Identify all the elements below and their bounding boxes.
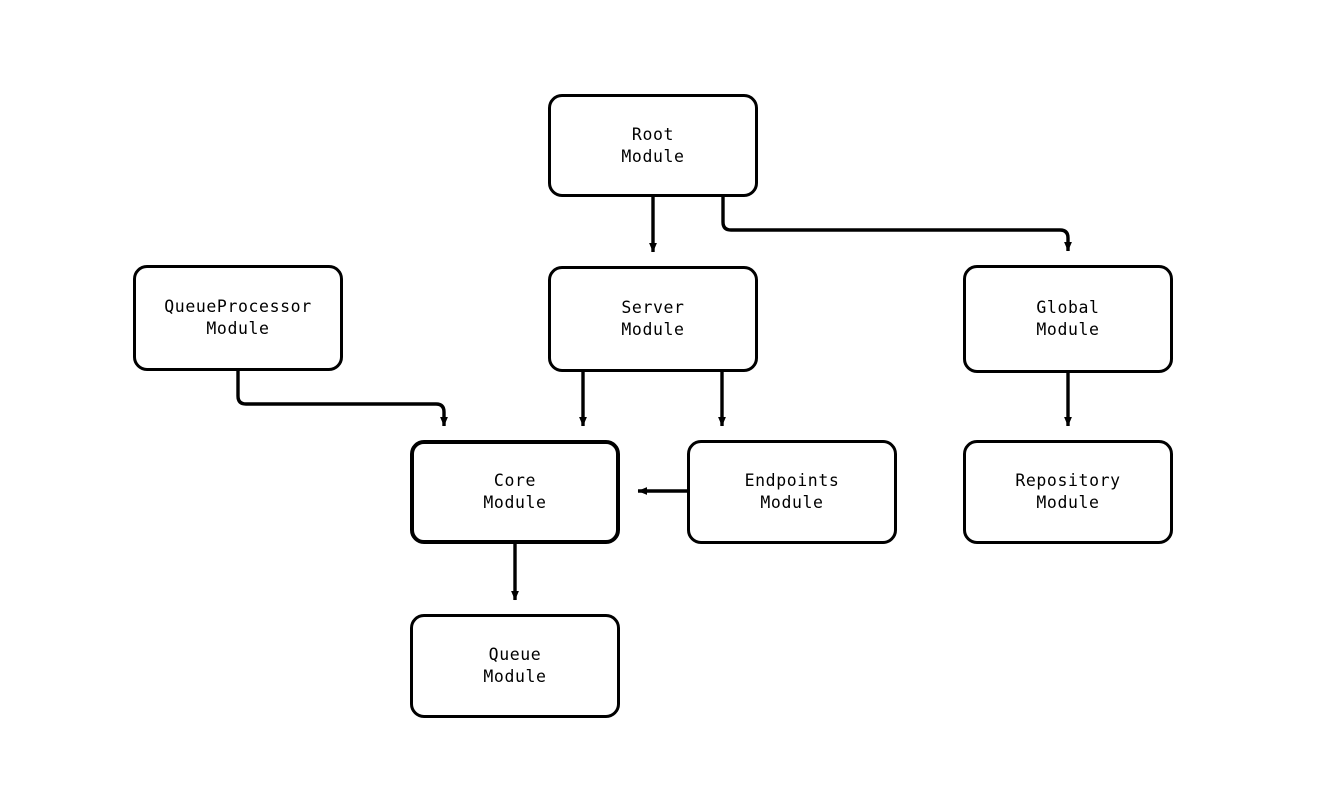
node-label-secondary: Module	[483, 493, 547, 512]
node-label-primary: Core	[493, 471, 537, 490]
edges-group	[236, 197, 1072, 601]
node-label-primary: Root	[631, 124, 675, 144]
node-label-secondary: Module	[1036, 320, 1100, 339]
node-label-primary: Global	[1036, 298, 1100, 317]
node-label-primary: Queue	[488, 645, 542, 664]
node-label-primary: Repository	[1015, 471, 1121, 490]
node-label-secondary: Module	[206, 319, 270, 338]
node-label-primary: Server	[621, 298, 685, 317]
edge-root-to-global	[721, 197, 1072, 252]
node-label-secondary: Module	[483, 667, 547, 686]
node-label-secondary: Module	[621, 320, 685, 339]
node-label-secondary: Module	[621, 146, 685, 166]
node-label-primary: QueueProcessor	[164, 297, 312, 316]
node-label-secondary: Module	[760, 493, 824, 512]
node-label-primary: Endpoints	[744, 471, 840, 490]
edge-queueprocessor-to-core	[236, 371, 448, 427]
node-label-secondary: Module	[1036, 493, 1100, 512]
